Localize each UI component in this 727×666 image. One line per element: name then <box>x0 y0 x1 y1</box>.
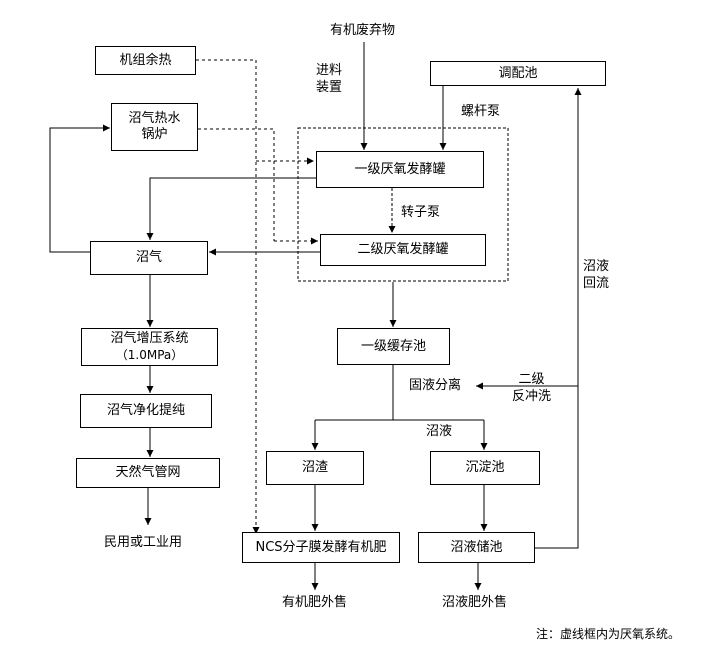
sedimentation-tank-box: 沉淀池 <box>430 451 540 485</box>
ncs-fertilizer-box: NCS分子膜发酵有机肥 <box>242 532 400 563</box>
secondary-fermenter-box: 二级厌氧发酵罐 <box>320 234 486 266</box>
rotor-pump-label: 转子泵 <box>401 205 441 220</box>
digestate-liquid-storage-label: 沼液储池 <box>450 539 503 555</box>
primary-fermenter-box: 一级厌氧发酵罐 <box>316 151 484 188</box>
regulating-tank-box: 调配池 <box>430 61 606 86</box>
arrow-primary-to-biogas <box>146 177 316 240</box>
organic-fertilizer-sale-label: 有机肥外售 <box>282 595 348 610</box>
biogas-label: 沼气 <box>135 250 162 265</box>
biogas-boiler-box: 沼气热水 锅炉 <box>111 103 198 151</box>
biogas-boiler-label: 沼气热水 锅炉 <box>128 111 181 142</box>
primary-buffer-tank-label: 一级缓存池 <box>360 338 426 354</box>
secondary-backwash-label: 二级 反冲洗 <box>512 372 552 404</box>
unit-waste-heat-label: 机组余热 <box>119 52 172 68</box>
arrow-reflux-to-regulating <box>535 88 582 549</box>
arrow-biogas-to-boiler <box>49 124 110 253</box>
biogas-pressurization-pressure: （1.0MPa） <box>115 348 184 362</box>
organic-waste-label: 有机废弃物 <box>330 23 396 38</box>
civil-industrial-use-label: 民用或工业用 <box>104 535 183 550</box>
digestate-residue-label: 沼渣 <box>301 460 328 475</box>
digestate-liquid-label: 沼液 <box>426 424 453 439</box>
ncs-fertilizer-label: NCS分子膜发酵有机肥 <box>255 539 387 555</box>
digestate-fertilizer-sale-label: 沼液肥外售 <box>442 595 508 610</box>
biogas-pressurization-box: 沼气增压系统 （1.0MPa） <box>81 328 218 366</box>
primary-buffer-tank-box: 一级缓存池 <box>337 328 450 365</box>
regulating-tank-label: 调配池 <box>498 65 538 81</box>
biogas-purification-label: 沼气净化提纯 <box>106 403 185 418</box>
digestate-residue-box: 沼渣 <box>266 451 364 485</box>
digestate-reflux-label: 沼液 回流 <box>583 259 610 291</box>
natural-gas-grid-label: 天然气管网 <box>115 465 181 480</box>
sedimentation-tank-label: 沉淀池 <box>465 460 505 475</box>
solid-liquid-separation-label: 固液分离 <box>409 378 462 393</box>
secondary-fermenter-label: 二级厌氧发酵罐 <box>357 242 449 257</box>
digestate-liquid-storage-box: 沼液储池 <box>418 532 535 563</box>
primary-fermenter-label: 一级厌氧发酵罐 <box>354 161 446 177</box>
biogas-box: 沼气 <box>90 241 208 275</box>
dashed-boiler-line <box>198 128 275 241</box>
dashed-heat-line <box>196 59 260 534</box>
anaerobic-system-frame <box>297 127 509 282</box>
unit-waste-heat-box: 机组余热 <box>95 46 196 75</box>
footnote: 注：虚线框内为厌氧系统。 <box>536 627 681 641</box>
biogas-purification-box: 沼气净化提纯 <box>80 394 212 428</box>
biogas-pressurization-label: 沼气增压系统 <box>110 331 189 346</box>
screw-pump-label: 螺杆泵 <box>461 104 501 119</box>
feeding-device-label: 进料 装置 <box>316 63 343 95</box>
natural-gas-grid-box: 天然气管网 <box>76 458 220 488</box>
